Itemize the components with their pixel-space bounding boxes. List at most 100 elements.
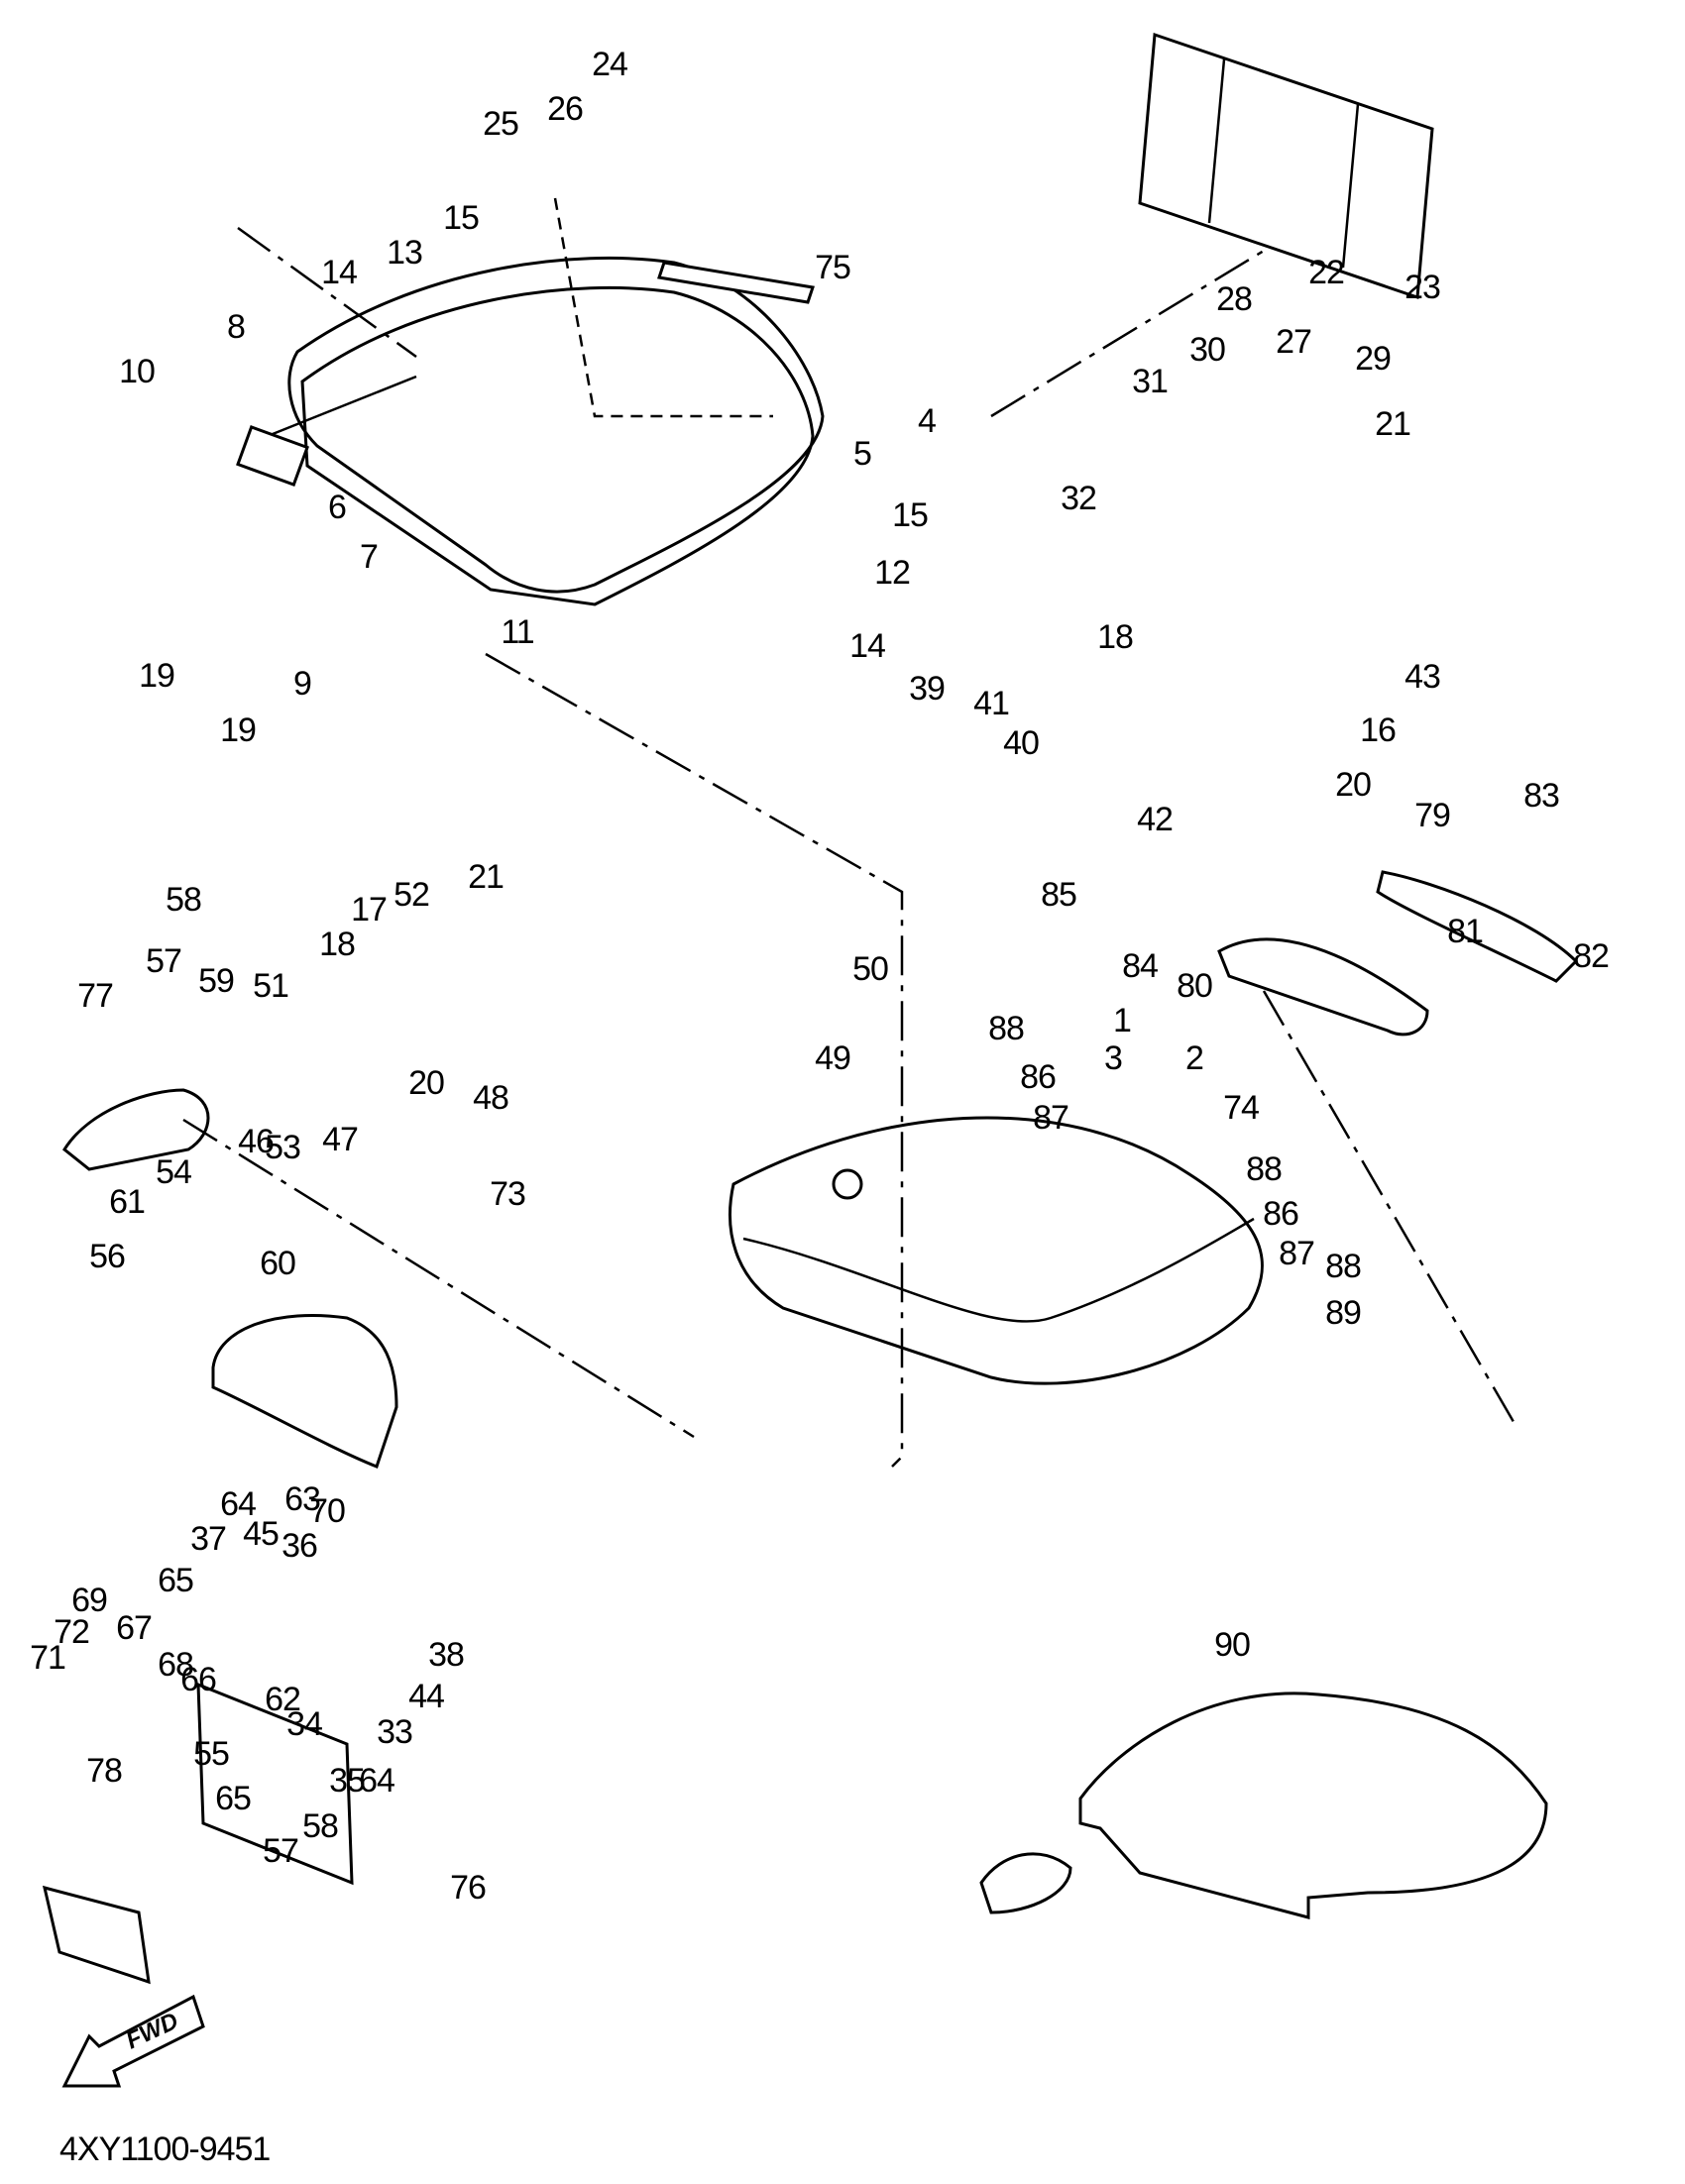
part-callout-44: 44 <box>408 1678 445 1715</box>
part-callout-51: 51 <box>253 967 289 1005</box>
part-callout-20: 20 <box>408 1064 445 1102</box>
part-callout-57: 57 <box>263 1832 299 1870</box>
part-callout-61: 61 <box>109 1183 146 1221</box>
part-callout-24: 24 <box>592 46 628 83</box>
part-callout-70: 70 <box>309 1492 346 1530</box>
part-callout-27: 27 <box>1276 323 1312 361</box>
part-callout-87: 87 <box>1279 1235 1315 1272</box>
part-callout-41: 41 <box>973 685 1010 722</box>
part-callout-57: 57 <box>146 942 182 980</box>
part-callout-40: 40 <box>1003 724 1040 762</box>
part-callout-9: 9 <box>293 665 312 703</box>
forward-direction-arrow: FWD <box>59 1992 208 2096</box>
part-callout-38: 38 <box>428 1636 465 1674</box>
part-callout-48: 48 <box>473 1079 509 1117</box>
part-callout-1: 1 <box>1113 1002 1132 1039</box>
part-callout-28: 28 <box>1216 280 1253 318</box>
part-callout-36: 36 <box>281 1527 318 1565</box>
side-components <box>42 870 1579 1985</box>
part-callout-59: 59 <box>198 962 235 1000</box>
part-callout-52: 52 <box>393 876 430 914</box>
part-callout-84: 84 <box>1122 947 1159 985</box>
part-callout-8: 8 <box>227 308 246 346</box>
part-callout-21: 21 <box>1375 405 1411 443</box>
part-callout-56: 56 <box>89 1238 126 1275</box>
part-callout-69: 69 <box>71 1582 108 1619</box>
part-callout-17: 17 <box>351 891 388 928</box>
part-callout-80: 80 <box>1177 967 1213 1005</box>
part-callout-58: 58 <box>166 881 202 919</box>
part-callout-64: 64 <box>359 1762 395 1800</box>
part-callout-46: 46 <box>238 1123 275 1160</box>
fwd-arrow-icon: FWD <box>61 1994 205 2088</box>
part-callout-32: 32 <box>1061 480 1097 517</box>
part-callout-66: 66 <box>180 1661 217 1698</box>
part-callout-54: 54 <box>156 1153 192 1191</box>
part-callout-37: 37 <box>190 1520 227 1558</box>
part-callout-82: 82 <box>1573 937 1610 975</box>
part-callout-43: 43 <box>1404 658 1441 696</box>
part-callout-33: 33 <box>377 1713 413 1751</box>
part-callout-39: 39 <box>909 670 946 708</box>
part-callout-83: 83 <box>1523 777 1560 815</box>
part-callout-89: 89 <box>1325 1294 1362 1332</box>
part-callout-35: 35 <box>329 1762 366 1800</box>
part-callout-64: 64 <box>220 1485 257 1523</box>
part-callout-63: 63 <box>284 1480 321 1518</box>
part-callout-76: 76 <box>450 1869 487 1907</box>
part-callout-18: 18 <box>319 926 356 963</box>
part-callout-58: 58 <box>302 1807 339 1845</box>
part-callout-88: 88 <box>1325 1248 1362 1285</box>
part-callout-25: 25 <box>483 105 519 143</box>
part-callout-3: 3 <box>1104 1039 1123 1077</box>
part-callout-77: 77 <box>77 977 114 1015</box>
part-callout-30: 30 <box>1189 331 1226 369</box>
part-callout-78: 78 <box>86 1752 123 1790</box>
part-callout-14: 14 <box>849 627 886 665</box>
part-callout-68: 68 <box>158 1646 194 1684</box>
part-callout-22: 22 <box>1308 254 1345 291</box>
part-callout-65: 65 <box>215 1780 252 1817</box>
part-callout-45: 45 <box>243 1515 280 1553</box>
part-callout-29: 29 <box>1355 340 1392 378</box>
part-callout-13: 13 <box>387 234 423 272</box>
part-callout-34: 34 <box>286 1705 323 1743</box>
part-callout-2: 2 <box>1185 1039 1204 1077</box>
drawing-code: 4XY1100-9451 <box>59 2130 271 2168</box>
part-callout-15: 15 <box>892 496 929 534</box>
part-callout-7: 7 <box>360 538 379 576</box>
part-callout-26: 26 <box>547 90 584 128</box>
part-callout-23: 23 <box>1404 269 1441 306</box>
part-callout-86: 86 <box>1263 1195 1299 1233</box>
part-callout-62: 62 <box>265 1681 301 1718</box>
part-callout-47: 47 <box>322 1121 359 1158</box>
liner-90 <box>1078 1692 1548 1919</box>
part-callout-65: 65 <box>158 1562 194 1599</box>
part-callout-19: 19 <box>220 711 257 749</box>
part-callout-75: 75 <box>815 249 851 286</box>
part-callout-88: 88 <box>1246 1150 1283 1188</box>
part-callout-15: 15 <box>443 199 480 237</box>
part-callout-81: 81 <box>1447 913 1484 950</box>
part-callout-12: 12 <box>874 554 911 592</box>
lid-assembly <box>236 256 825 606</box>
part-callout-31: 31 <box>1132 363 1169 400</box>
part-callout-72: 72 <box>54 1613 90 1651</box>
part-callout-86: 86 <box>1020 1058 1057 1096</box>
part-callout-14: 14 <box>321 254 358 291</box>
part-callout-88: 88 <box>988 1010 1025 1047</box>
part-callout-11: 11 <box>501 613 534 651</box>
part-callout-87: 87 <box>1033 1099 1069 1137</box>
part-callout-5: 5 <box>853 435 872 473</box>
part-callout-21: 21 <box>468 858 505 896</box>
part-callout-60: 60 <box>260 1245 296 1282</box>
part-callout-6: 6 <box>328 489 347 526</box>
part-callout-85: 85 <box>1041 876 1077 914</box>
part-callout-16: 16 <box>1360 711 1397 749</box>
panel-22 <box>1138 32 1434 300</box>
part-callout-4: 4 <box>918 402 937 440</box>
part-callout-79: 79 <box>1414 797 1451 834</box>
part-callout-42: 42 <box>1137 801 1174 838</box>
